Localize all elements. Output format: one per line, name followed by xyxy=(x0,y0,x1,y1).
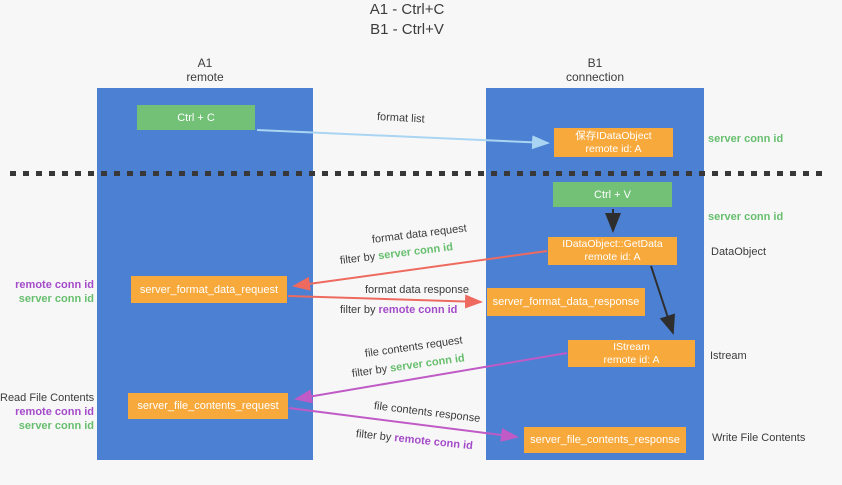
server-format-data-response-node: server_format_data_response xyxy=(487,288,645,316)
remote-conn-id-filter-text: remote conn id xyxy=(393,432,474,453)
save-idataobject-node: 保存IDataObject remote id: A xyxy=(554,128,673,157)
format-list-arrow-label: format list xyxy=(376,111,425,126)
server-conn-id-filter-text: server conn id xyxy=(389,352,466,375)
server-conn-id-label-top-left: server conn id xyxy=(18,293,94,305)
filter-by-text: filter by xyxy=(340,304,376,316)
left-conn-id-stack-bottom: Read File Contents remote conn id server… xyxy=(0,391,94,433)
filter-by-text: filter by xyxy=(355,428,392,444)
read-file-contents-label: Read File Contents xyxy=(0,392,95,404)
server-conn-id-filter-text: server conn id xyxy=(377,241,454,263)
istream-line2: remote id: A xyxy=(603,353,660,366)
save-idataobject-line1: 保存IDataObject xyxy=(575,129,652,142)
write-file-contents-label: Write File Contents xyxy=(712,432,806,444)
left-column-subtitle: remote xyxy=(186,70,224,84)
server-format-data-response-label: server_format_data_response xyxy=(492,296,640,308)
remote-conn-id-filter-text: remote conn id xyxy=(378,304,458,316)
server-format-data-request-node: server_format_data_request xyxy=(131,276,287,303)
title-line-2: B1 - Ctrl+V xyxy=(370,21,444,38)
filter-by-server-conn-id-label-1: filter by server conn id xyxy=(339,241,453,267)
filter-by-text: filter by xyxy=(351,363,388,380)
server-conn-id-label-top-right: server conn id xyxy=(708,133,784,145)
filter-by-text: filter by xyxy=(339,250,376,267)
right-column-subtitle: connection xyxy=(565,70,625,84)
server-file-contents-request-label: server_file_contents_request xyxy=(137,400,279,412)
dataobject-label: DataObject xyxy=(711,246,767,258)
save-idataobject-line2: remote id: A xyxy=(585,142,642,155)
phase-separator-dotted-line xyxy=(10,171,826,176)
ctrl-c-label: Ctrl + C xyxy=(177,111,215,124)
server-file-contents-response-label: server_file_contents_response xyxy=(530,434,680,446)
getdata-line2: remote id: A xyxy=(584,251,641,263)
diagram-title: A1 - Ctrl+C B1 - Ctrl+V xyxy=(0,0,828,40)
title-line-1: A1 - Ctrl+C xyxy=(369,1,445,18)
ctrl-c-node: Ctrl + C xyxy=(137,105,255,130)
file-contents-response-arrow-label: file contents response xyxy=(373,400,481,425)
format-data-request-arrow-label: format data request xyxy=(371,222,468,246)
server-file-contents-response-node: server_file_contents_response xyxy=(524,427,686,453)
ctrl-v-node: Ctrl + V xyxy=(553,182,672,207)
server-conn-id-label-bottom-left: server conn id xyxy=(18,420,94,432)
remote-conn-id-label-bottom-left: remote conn id xyxy=(15,406,94,418)
istream-node: IStream remote id: A xyxy=(568,340,695,367)
left-column-header: A1 remote xyxy=(97,56,313,84)
server-conn-id-label-mid-right: server conn id xyxy=(708,211,784,223)
filter-by-remote-conn-id-label-1: filter by remote conn id xyxy=(340,304,457,316)
format-data-response-arrow-label: format data response xyxy=(365,284,469,296)
server-format-data-request-label: server_format_data_request xyxy=(139,283,279,296)
filter-by-remote-conn-id-label-2: filter by remote conn id xyxy=(355,428,473,452)
left-column-name: A1 xyxy=(197,56,213,70)
right-column-header: B1 connection xyxy=(486,56,704,84)
server-file-contents-request-node: server_file_contents_request xyxy=(128,393,288,419)
ctrl-v-label: Ctrl + V xyxy=(594,188,631,201)
right-column-name: B1 xyxy=(587,56,603,70)
istream-line1: IStream xyxy=(613,340,650,353)
getdata-line1: IDataObject::GetData xyxy=(562,238,663,250)
idataobject-getdata-node: IDataObject::GetData remote id: A xyxy=(548,237,677,265)
left-conn-id-stack-top: remote conn id server conn id xyxy=(0,278,94,306)
remote-conn-id-label-top-left: remote conn id xyxy=(15,279,94,291)
istream-side-label: Istream xyxy=(710,350,747,362)
format-data-response-arrow xyxy=(287,294,483,309)
